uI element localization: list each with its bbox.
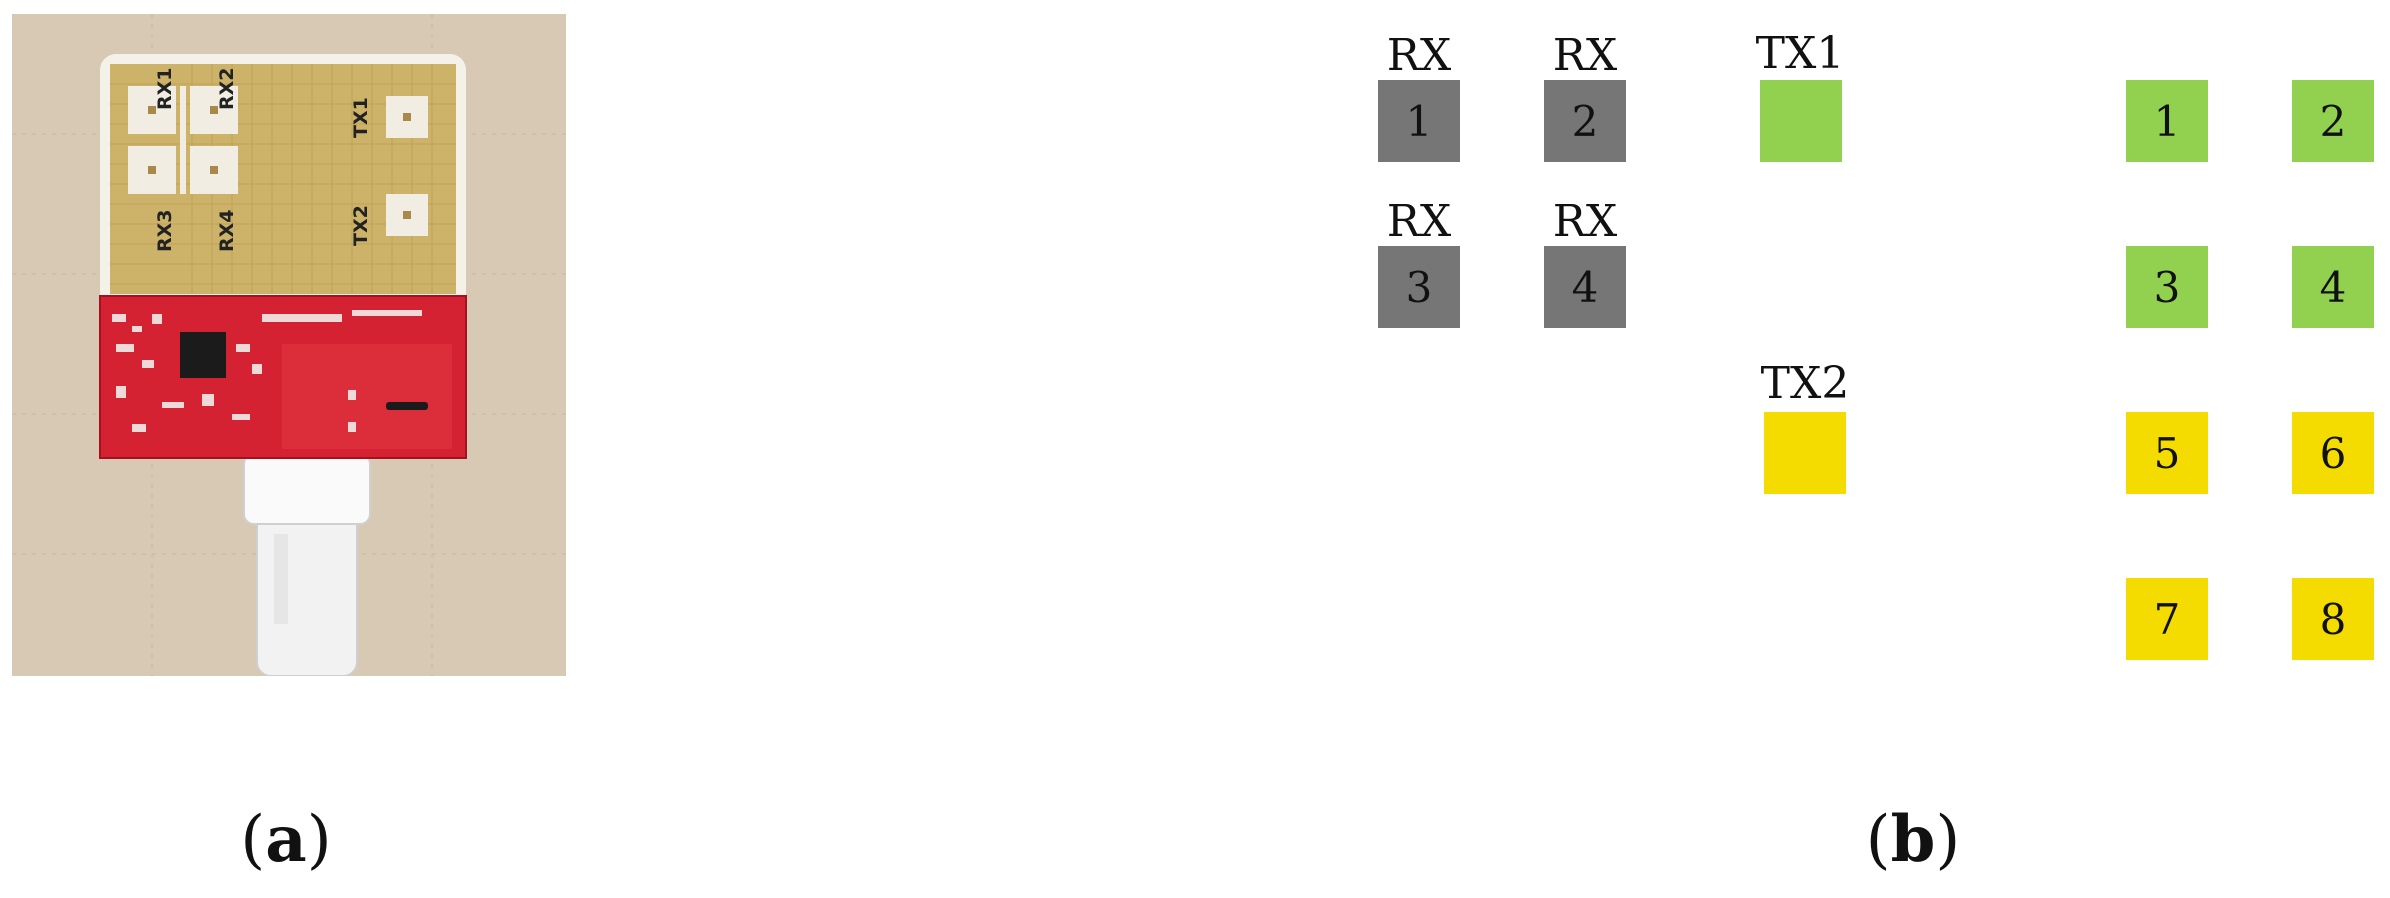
caption-a: (a): [240, 802, 332, 877]
radar-board-photo: RX1 RX2 RX3 RX4 TX1 TX2: [12, 14, 566, 676]
silk-label-tx2: TX2: [350, 205, 372, 246]
rx-pad-1: 1: [1378, 80, 1460, 162]
rx-label: RX: [1552, 196, 1618, 247]
rx-pad-4: 4: [1544, 246, 1626, 328]
tx-antenna-patches: [386, 96, 428, 236]
virtual-pad-6: 6: [2292, 412, 2374, 494]
silk-label-rx2: RX2: [216, 68, 238, 111]
tx1-pad: [1760, 80, 1842, 162]
virtual-pad-8: 8: [2292, 578, 2374, 660]
silk-label-rx3: RX3: [154, 210, 176, 253]
virtual-pad-2: 2: [2292, 80, 2374, 162]
rx-antenna-patches: [128, 86, 238, 194]
virtual-pad-1: 1: [2126, 80, 2208, 162]
virtual-pad-3: 3: [2126, 246, 2208, 328]
virtual-pad-7: 7: [2126, 578, 2208, 660]
silk-label-rx4: RX4: [216, 210, 238, 253]
silk-label-rx1: RX1: [154, 68, 176, 111]
silk-label-tx1: TX1: [350, 97, 372, 138]
tx2-pad: [1764, 412, 1846, 494]
rx-pad-2: 2: [1544, 80, 1626, 162]
virtual-pad-4: 4: [2292, 246, 2374, 328]
rx-label: RX: [1386, 30, 1452, 81]
tx1-label: TX1: [1755, 28, 1845, 79]
virtual-pad-5: 5: [2126, 412, 2208, 494]
rx-label: RX: [1552, 30, 1618, 81]
tx2-label: TX2: [1760, 358, 1850, 409]
usb-cable: [243, 443, 371, 676]
red-pcb-section: [99, 295, 467, 459]
caption-b: (b): [1865, 802, 1961, 877]
rx-pad-3: 3: [1378, 246, 1460, 328]
rx-label: RX: [1386, 196, 1452, 247]
